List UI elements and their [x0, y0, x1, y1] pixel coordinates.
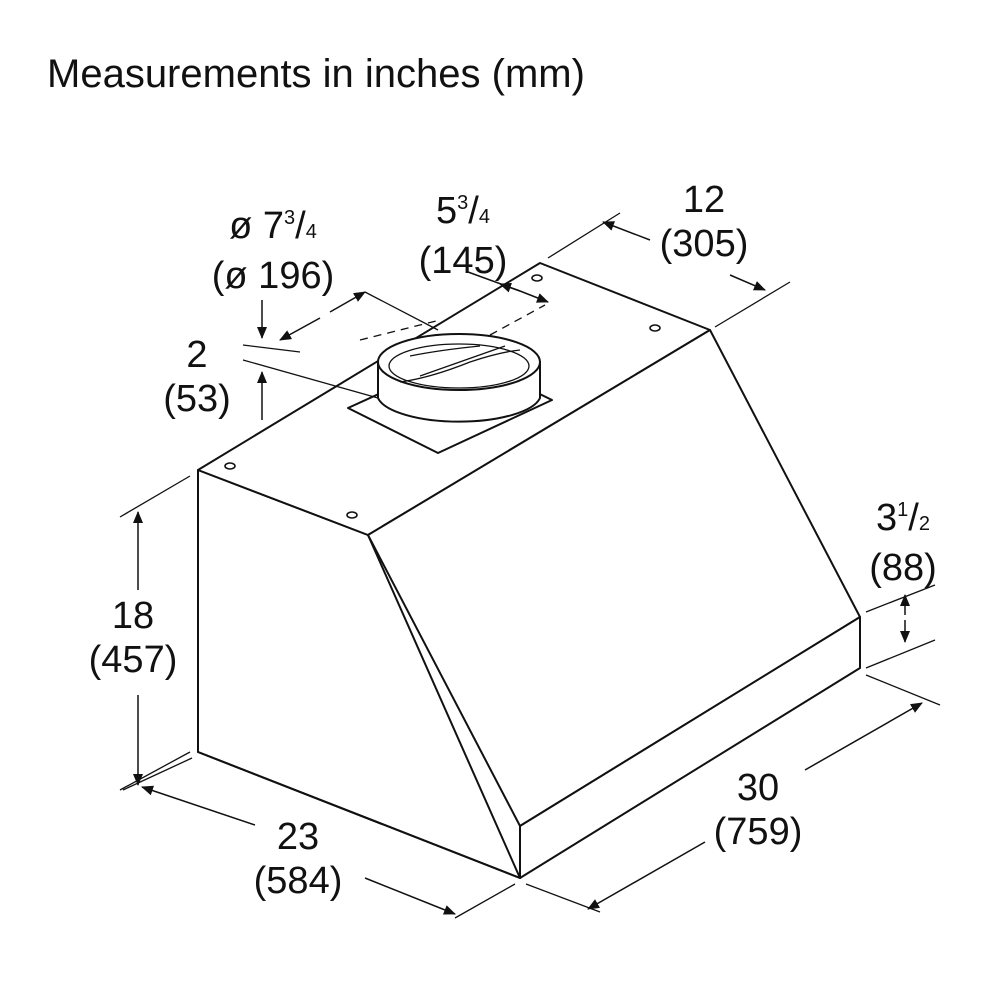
extension-line	[547, 212, 621, 259]
extension-line	[364, 291, 439, 331]
dimension-arrow	[804, 702, 923, 771]
dimension-inch: 30	[736, 767, 780, 809]
dimension-inch: 23	[276, 816, 320, 858]
dimension-arrow	[602, 221, 651, 241]
dimension-duct-offset-side: 53/4 (145)	[418, 190, 508, 282]
mounting-hole	[346, 511, 358, 519]
dimension-inch-numerator: 1	[897, 499, 909, 521]
dimension-arrow	[587, 841, 706, 910]
dimension-inch-whole: 3	[876, 497, 898, 539]
dimension-mm: (145)	[418, 240, 508, 282]
dimension-inch-denominator: 4	[305, 221, 317, 243]
damper-flap	[399, 349, 521, 383]
extension-line	[119, 751, 191, 791]
dimension-inch-whole: 5	[436, 190, 458, 232]
dimension-mm: (88)	[869, 547, 937, 589]
dimension-mm: (759)	[713, 811, 803, 853]
dimension-inch-numerator: 3	[284, 207, 296, 229]
dimension-mm: (584)	[253, 860, 343, 902]
dimension-inch: 12	[682, 179, 726, 221]
dimension-inch-denominator: 2	[918, 513, 930, 535]
hood-front-lip-face	[519, 616, 861, 879]
extension-line	[119, 475, 191, 518]
page-title: Measurements in inches (mm)	[47, 52, 585, 96]
dimension-arrow	[141, 785, 256, 826]
extension-line	[865, 639, 936, 669]
damper-axis	[419, 345, 506, 377]
dimension-arrow	[279, 317, 321, 341]
collar-inner-rim	[388, 343, 530, 389]
dimension-arrow	[499, 282, 521, 293]
damper-flap	[409, 345, 481, 357]
extension-line	[242, 359, 379, 399]
dimension-arrow	[729, 274, 766, 291]
duct-collar	[347, 333, 553, 454]
dimension-mm: (457)	[88, 639, 178, 681]
dimension-arrow	[519, 290, 549, 303]
dimension-mm: (53)	[163, 378, 231, 420]
dimension-depth: 23 (584)	[254, 815, 343, 903]
mounting-hole	[649, 324, 661, 332]
extension-line	[714, 281, 791, 328]
dimension-arrow	[364, 877, 456, 915]
mounting-holes	[224, 274, 661, 519]
dimension-inch-denominator: 4	[478, 206, 490, 228]
dimension-arrow	[329, 291, 366, 313]
dimension-inch: 2	[186, 334, 208, 376]
dimension-collar-height: 2 (53)	[163, 333, 231, 421]
extension-line	[454, 883, 516, 919]
dimension-height: 18 (457)	[89, 594, 178, 682]
dimension-duct-offset-back: 12 (305)	[660, 178, 749, 266]
hood-bottom-edge	[197, 751, 521, 879]
extension-line	[865, 674, 941, 706]
extension-line	[122, 757, 193, 791]
dimension-inch-numerator: 3	[457, 192, 469, 214]
center-line	[489, 304, 546, 336]
dimension-width: 30 (759)	[714, 766, 803, 854]
dimension-inch: 18	[111, 595, 155, 637]
dimension-inch-whole: ø 7	[229, 205, 285, 247]
extension-line	[242, 344, 301, 353]
dimension-mm: (305)	[659, 223, 749, 265]
mounting-hole	[224, 462, 236, 470]
dimension-mm: (ø 196)	[211, 255, 335, 297]
dimension-lines	[119, 212, 941, 919]
dimension-front-lip: 31/2 (88)	[869, 497, 937, 589]
mounting-hole	[531, 274, 543, 282]
dimension-duct-diameter: ø 73/4 (ø 196)	[211, 205, 335, 297]
